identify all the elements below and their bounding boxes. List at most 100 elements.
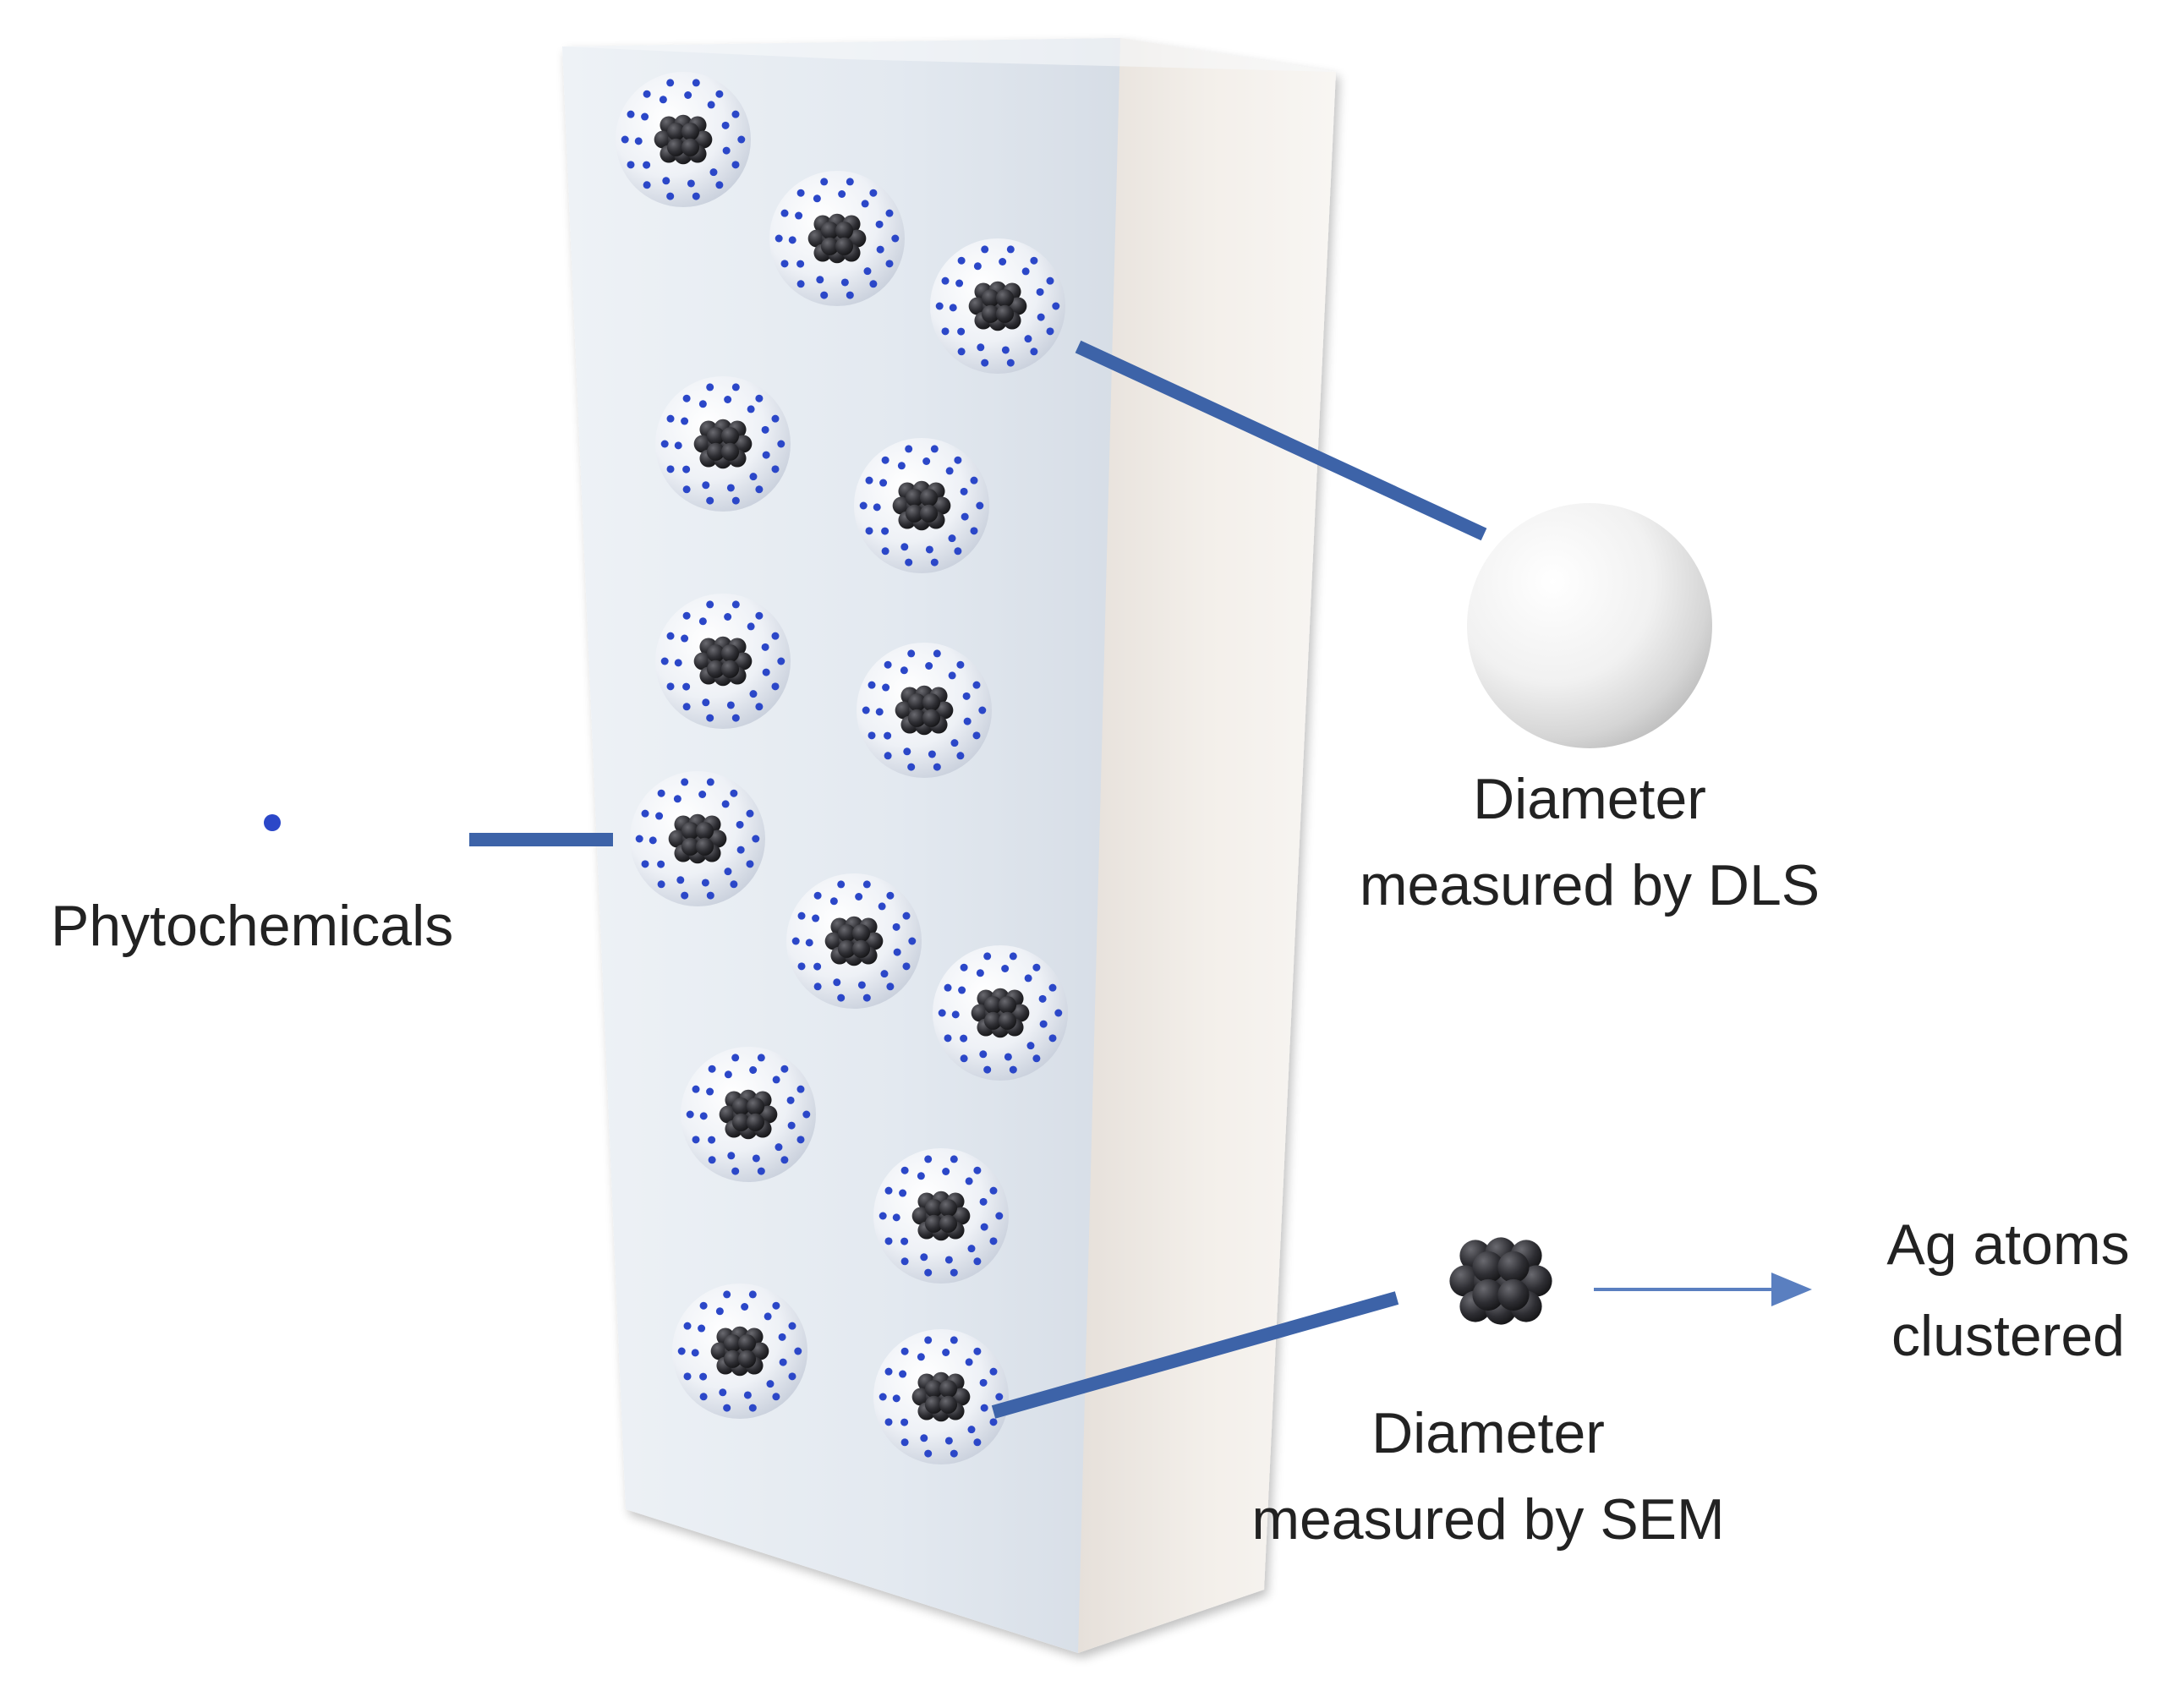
phytochemical-dot	[657, 789, 665, 797]
phytochemical-dot	[899, 1189, 907, 1197]
phytochemical-dot	[698, 617, 707, 626]
phytochemical-dot	[706, 383, 714, 391]
phytochemical-dot	[627, 110, 635, 118]
phytochemical-dot	[944, 1256, 953, 1264]
phytochemical-dot	[1037, 313, 1045, 321]
phytochemical-dot	[942, 1168, 950, 1176]
phytochemical-dot	[813, 891, 822, 900]
phytochemical-dot	[731, 1167, 740, 1175]
phytochemical-dot	[869, 280, 878, 288]
phytochemical-dot	[788, 236, 796, 244]
phytochemical-dot	[900, 543, 909, 551]
phytochemical-dot	[837, 994, 846, 1002]
ag-atom	[824, 932, 843, 950]
phytochemical-dot	[967, 1245, 976, 1253]
phytochemical-dot	[950, 739, 959, 747]
phytochemical-dot	[892, 1394, 900, 1403]
phytochemical-dot	[681, 891, 689, 900]
phytochemical-dot	[657, 860, 665, 868]
phytochemical-dot	[762, 668, 770, 676]
phytochemical-dot	[724, 1070, 732, 1079]
capped-nanoparticle-icon	[769, 171, 905, 306]
phytochemical-dot	[766, 1380, 775, 1388]
phytochemical-dot	[924, 1155, 933, 1163]
ag-atom	[968, 297, 987, 315]
capped-nanoparticle-icon	[681, 1047, 816, 1182]
phytochemical-dot	[1026, 1042, 1035, 1050]
phytochemical-dot	[709, 168, 718, 177]
phytochemical-dot	[857, 981, 866, 989]
ag-atom	[720, 660, 740, 678]
phytochemical-dot	[978, 706, 987, 714]
ag-atom	[737, 1334, 757, 1353]
phytochemicals-label: Phytochemicals	[51, 894, 453, 958]
ag-atom	[935, 701, 954, 720]
phytochemical-dot	[924, 1449, 933, 1458]
phytochemical-dot	[682, 682, 691, 691]
phytochemical-dot	[859, 501, 868, 510]
phytochemical-dot	[796, 1085, 805, 1093]
phytochemical-dot	[954, 456, 962, 464]
ag-label-line1: Ag atoms	[1886, 1212, 2129, 1277]
phytochemical-dot	[863, 267, 872, 276]
phytochemical-dot	[868, 731, 876, 740]
capped-nanoparticle-icon	[655, 376, 791, 512]
ag-atom	[905, 504, 924, 523]
phytochemical-dot	[797, 962, 806, 971]
phytochemical-dot	[980, 1404, 988, 1412]
phytochemical-dot	[881, 527, 889, 535]
phytochemical-dot	[772, 1393, 780, 1401]
phytochemical-dot	[682, 611, 691, 620]
capped-nanoparticle-icon	[630, 771, 765, 906]
ag-atom	[681, 837, 700, 856]
phytochemical-dot	[995, 1393, 1004, 1401]
ag-atom	[919, 489, 939, 507]
phytochemical-dot	[796, 260, 805, 268]
phytochemical-dot	[862, 880, 871, 889]
phytochemical-dot	[681, 778, 689, 786]
phytochemical-dot	[721, 800, 730, 808]
phytochemical-dot	[1009, 1065, 1017, 1074]
phytochemical-dot	[692, 79, 700, 87]
phytochemical-dot	[900, 1237, 909, 1245]
phytochemical-dot	[989, 1367, 998, 1376]
capped-nanoparticle-icon	[672, 1284, 807, 1419]
phytochemical-dot	[961, 512, 969, 521]
phytochemical-dot	[1039, 1020, 1048, 1028]
phytochemical-dot	[737, 135, 746, 144]
ag-atom	[706, 644, 725, 663]
phytochemical-dot	[686, 1110, 694, 1119]
ag-atom	[654, 130, 672, 149]
ag-atom	[911, 1388, 930, 1406]
phytochemical-dot	[726, 484, 735, 492]
phytochemical-dot	[885, 260, 894, 268]
phytochemical-dot	[884, 752, 892, 760]
phytochemical-dot	[707, 101, 715, 109]
phytochemical-dot	[881, 547, 889, 556]
phytochemical-dot	[950, 1449, 958, 1458]
phytochemical-dot	[973, 1257, 982, 1266]
ag-atom	[710, 1342, 729, 1360]
phytochemical-dot	[829, 897, 838, 906]
nanoparticle-group	[616, 72, 1068, 1464]
ag-atom	[837, 939, 857, 958]
phytochemical-dot	[761, 425, 769, 434]
phytochemical-dot	[702, 698, 710, 707]
phytochemical-dot	[730, 880, 738, 889]
phytochemical-dot	[875, 708, 884, 716]
phytochemical-dot	[752, 1154, 760, 1163]
phytochemical-dot	[989, 1237, 998, 1245]
phytochemical-dot	[655, 812, 664, 820]
sem-label-line1: Diameter	[1371, 1401, 1605, 1465]
ag-atom	[907, 709, 927, 727]
capped-nanoparticle-icon	[786, 873, 922, 1009]
phytochemical-dot	[708, 1065, 716, 1073]
phytochemical-dot	[892, 922, 900, 931]
phytochemical-dot	[862, 994, 871, 1002]
phytochemical-dot	[960, 963, 968, 972]
ag-atom	[939, 1395, 958, 1414]
phytochemical-dot	[900, 666, 908, 675]
phytochemical-dot	[950, 1155, 958, 1163]
phytochemical-dot	[698, 791, 707, 799]
phytochemical-dot	[900, 1166, 909, 1174]
